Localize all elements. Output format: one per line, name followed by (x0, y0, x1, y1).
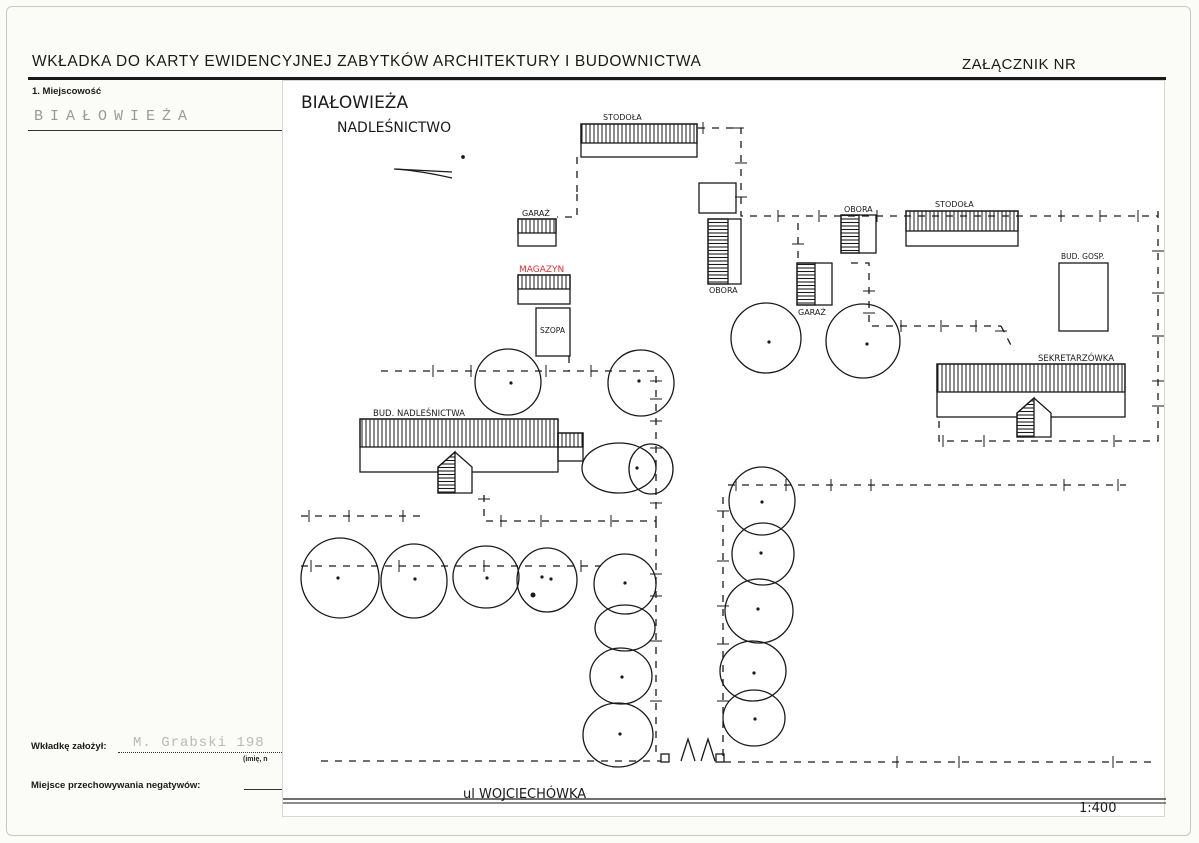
building-obora-right: OBORA (840, 205, 877, 254)
building-szopa: SZOPA (535, 307, 571, 357)
tree (474, 348, 542, 416)
tree (581, 442, 657, 494)
insert-author-caption: (imię, n (243, 756, 268, 763)
card-title: WKŁADKA DO KARTY EWIDENCYJNEJ ZABYTKÓW A… (32, 53, 702, 70)
scale-label: 1:400 (1079, 801, 1116, 816)
label-obora-right: OBORA (844, 205, 873, 214)
locality-rule (28, 130, 282, 131)
label-obora-center: OBORA (709, 286, 738, 295)
label-garaz-center: GARAŻ (798, 307, 826, 317)
north-arrow (393, 155, 465, 179)
fence-ticks (308, 122, 1164, 702)
label-szopa: SZOPA (540, 326, 566, 335)
label-garaz-left: GARAŻ (522, 208, 550, 218)
site-plan-sheet: BIAŁOWIEŻA NADLEŚNICTWO STODOŁA GARAŻ MA… (282, 80, 1166, 817)
building-stodola-top: STODOŁA (580, 113, 698, 158)
tree (728, 466, 796, 536)
negatives-label: Miejsce przechowywania negatywów: (31, 780, 201, 791)
entrance-gate (660, 736, 725, 763)
header-rule (28, 77, 1166, 80)
tree (593, 553, 657, 615)
label-bud-nadlesnictwa: BUD. NADLEŚNICTWA (373, 407, 465, 419)
tree (730, 302, 802, 374)
tree (628, 443, 674, 495)
building-bud-nadlesnictwa: BUD. NADLEŚNICTWA (359, 407, 584, 494)
tree (589, 647, 653, 705)
building-sekretarzowka: SEKRETARZÓWKA (936, 352, 1126, 438)
trees (300, 302, 901, 768)
tree (516, 547, 578, 613)
label-stodola-top: STODOŁA (603, 113, 642, 122)
street-line (321, 760, 1156, 763)
label-bud-gosp: BUD. GOSP. (1061, 252, 1104, 261)
card-border (6, 6, 1191, 836)
label-magazyn: MAGAZYN (519, 265, 564, 275)
fence-lines (301, 127, 1159, 761)
locality-value: BIAŁOWIEŻA (34, 108, 195, 125)
tree (724, 578, 794, 644)
tree (594, 604, 656, 652)
tree-trunks (336, 340, 869, 736)
tree (731, 522, 795, 586)
tree (380, 543, 448, 619)
tree (300, 537, 380, 619)
annex-label: ZAŁĄCZNIK NR (962, 56, 1077, 73)
tree (719, 640, 787, 702)
street-ticks (896, 756, 1114, 768)
plan-title: BIAŁOWIEŻA (301, 92, 408, 113)
building-garaz-left: GARAŻ (517, 208, 557, 247)
site-plan-drawing: BIAŁOWIEŻA NADLEŚNICTWO STODOŁA GARAŻ MA… (283, 92, 1166, 816)
insert-author-value: M. Grabski 198 (133, 735, 265, 751)
locality-label: 1. Miejscowość (32, 86, 102, 97)
label-stodola-right: STODOŁA (935, 200, 974, 209)
insert-author-label: Wkładkę założył: (31, 741, 107, 752)
street-name: ul WOJCIECHÓWKA (463, 786, 586, 802)
building-magazyn: MAGAZYN (517, 265, 571, 305)
building-obora-center: OBORA (707, 218, 742, 295)
insert-author-rule (118, 752, 282, 754)
tree (452, 545, 520, 609)
building-small-shed (698, 182, 737, 214)
tree (722, 689, 786, 747)
building-stodola-right: STODOŁA (905, 200, 1019, 247)
building-garaz-center: GARAŻ (796, 262, 833, 317)
plan-subtitle: NADLEŚNICTWO (337, 118, 451, 136)
negatives-rule (244, 789, 282, 790)
tree (582, 702, 654, 768)
tree (607, 349, 675, 417)
label-sekretarzowka: SEKRETARZÓWKA (1038, 352, 1114, 364)
tree (825, 303, 901, 379)
building-bud-gosp: BUD. GOSP. (1058, 252, 1109, 332)
